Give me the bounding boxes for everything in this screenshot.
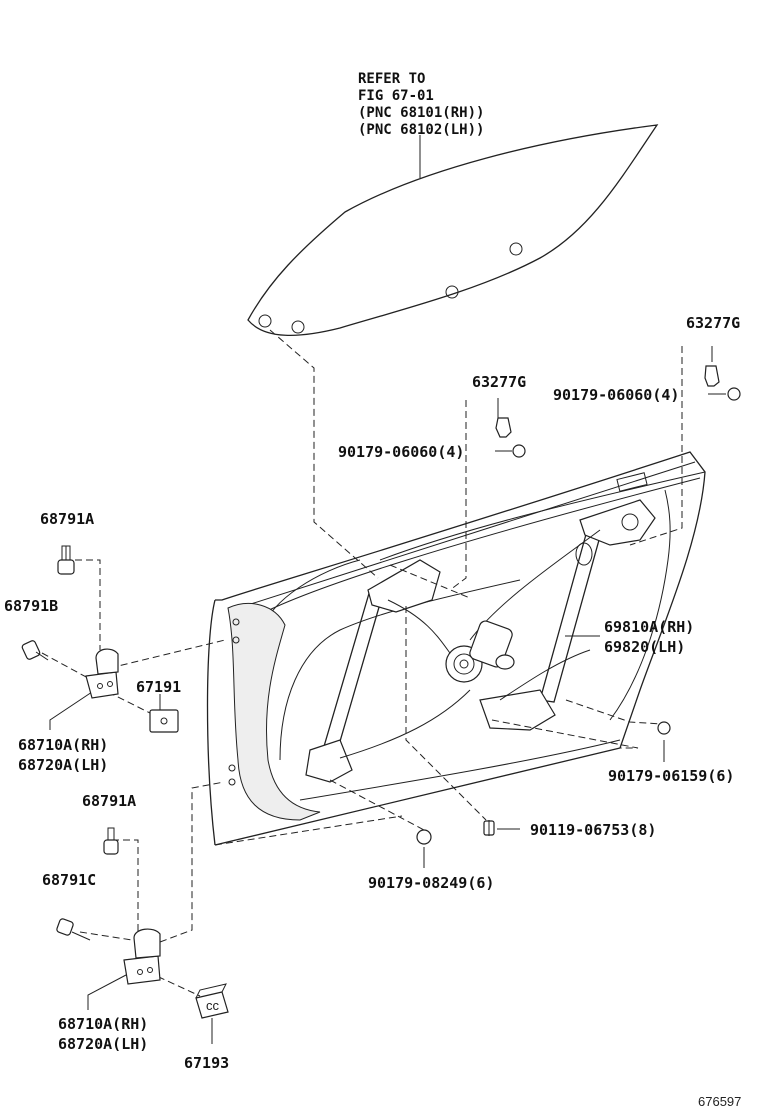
refer-note: REFER TO FIG 67-01 (PNC 68101(RH)) (PNC … (358, 71, 484, 138)
label-69820[interactable]: 69820(LH) (604, 638, 685, 656)
nut-90179-06060-upper (727, 387, 741, 401)
refer-note-line1: REFER TO (358, 71, 425, 87)
label-68791a-lower[interactable]: 68791A (82, 792, 136, 810)
pad-67191 (149, 709, 179, 733)
refer-note-line3: (PNC 68101(RH)) (358, 105, 484, 121)
bolt-68791a-upper (57, 545, 75, 575)
label-68791c[interactable]: 68791C (42, 871, 96, 889)
label-90179-06159[interactable]: 90179-06159(6) (608, 767, 734, 785)
bolt-68791a-lower (103, 827, 119, 855)
svg-text:cc: cc (206, 998, 220, 1013)
illustration-id: 676597 (698, 1094, 741, 1109)
bolt-90119-06753 (483, 820, 495, 836)
label-69810a[interactable]: 69810A(RH) (604, 618, 694, 636)
block-67193: cc (195, 983, 229, 1019)
label-90179-06060-mid[interactable]: 90179-06060(4) (338, 443, 464, 461)
label-68720a-upper[interactable]: 68720A(LH) (18, 756, 108, 774)
label-68791a-upper[interactable]: 68791A (40, 510, 94, 528)
part-labels: 63277G 90179-06060(4) 63277G 90179-06060… (4, 314, 740, 1072)
refer-note-line4: (PNC 68102(LH)) (358, 122, 484, 138)
clip-63277g-upper (704, 365, 720, 387)
nut-90179-06060-mid (512, 444, 526, 458)
door-glass (247, 124, 659, 337)
label-90179-06060-upper[interactable]: 90179-06060(4) (553, 386, 679, 404)
window-regulator-assembly (305, 499, 656, 783)
label-67191[interactable]: 67191 (136, 678, 181, 696)
clip-63277g-mid (495, 417, 512, 438)
label-68710a-lower[interactable]: 68710A(RH) (58, 1015, 148, 1033)
hinge-68710a-lower (123, 928, 161, 985)
nut-90179-08249 (416, 829, 432, 845)
hinge-68710a-upper (85, 648, 119, 699)
label-68791b[interactable]: 68791B (4, 597, 58, 615)
label-68720a-lower[interactable]: 68720A(LH) (58, 1035, 148, 1053)
label-63277g-mid[interactable]: 63277G (472, 373, 526, 391)
leader-lines (41, 329, 726, 1044)
label-63277g-upper[interactable]: 63277G (686, 314, 740, 332)
label-90179-08249[interactable]: 90179-08249(6) (368, 874, 494, 892)
fasteners: cc (21, 365, 741, 1019)
label-67193[interactable]: 67193 (184, 1054, 229, 1072)
refer-note-line2: FIG 67-01 (358, 88, 434, 104)
nut-90179-06159 (657, 721, 671, 735)
window-regulator-motor (445, 620, 515, 683)
label-68710a-upper[interactable]: 68710A(RH) (18, 736, 108, 754)
bolt-68791c (56, 918, 91, 941)
bolt-68791b (21, 640, 49, 661)
label-90119-06753[interactable]: 90119-06753(8) (530, 821, 656, 839)
